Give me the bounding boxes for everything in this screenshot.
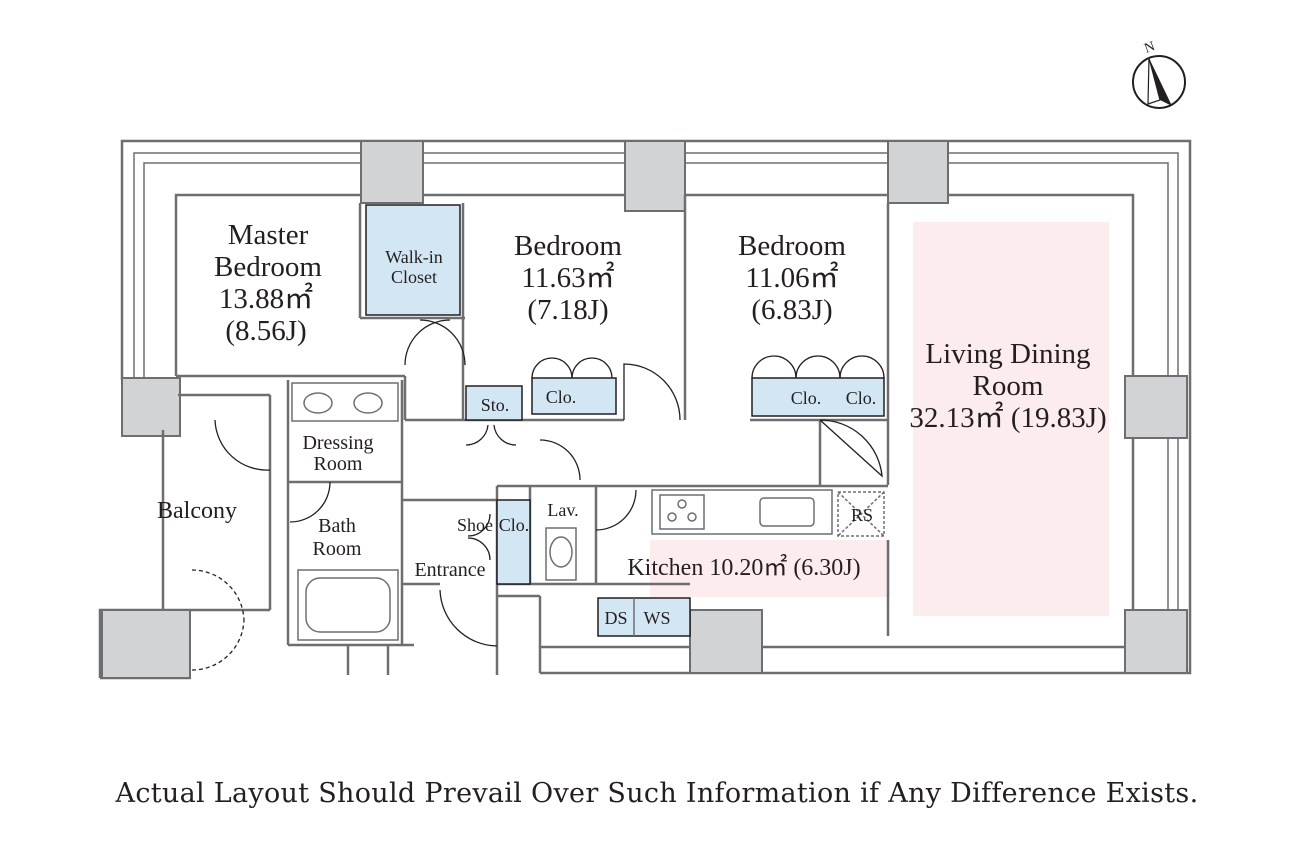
- disclaimer-text: Actual Layout Should Prevail Over Such I…: [115, 778, 1199, 809]
- compass-label: N: [1143, 39, 1158, 57]
- ws-label: WS: [644, 608, 671, 628]
- ds-label: DS: [604, 608, 627, 628]
- clo-label-bed3-a: Clo.: [791, 388, 822, 408]
- bedroom-2-name: Bedroom: [514, 230, 622, 262]
- bath-room-line1: Bath: [318, 515, 356, 537]
- storage-units: [365, 204, 885, 637]
- clo-label-bed2: Clo.: [546, 387, 577, 407]
- sto-label: Sto.: [481, 395, 510, 415]
- living-highlight: [913, 222, 1109, 616]
- living-dining-line1: Living Dining: [925, 338, 1090, 370]
- walk-in-closet-line2: Closet: [391, 267, 437, 287]
- master-bedroom-jo: (8.56J): [225, 315, 306, 347]
- fixtures: [291, 382, 885, 641]
- bedroom-3-name: Bedroom: [738, 230, 846, 262]
- living-dining-area: 32.13㎡ (19.83J): [909, 401, 1106, 434]
- bedroom-3-jo: (6.83J): [751, 294, 832, 326]
- bedroom-2-area: 11.63㎡: [521, 261, 614, 294]
- kitchen-label: Kitchen 10.20㎡ (6.30J): [627, 554, 860, 581]
- bedroom-2-jo: (7.18J): [527, 294, 608, 326]
- walk-in-closet-line1: Walk-in: [385, 247, 443, 267]
- shoe-clo-label: Clo.: [499, 515, 530, 535]
- balcony-label: Balcony: [157, 498, 237, 524]
- doors: [191, 319, 885, 671]
- master-bedroom-line1: Master: [228, 219, 309, 251]
- dressing-room-line2: Room: [314, 453, 363, 475]
- bedroom-3-area: 11.06㎡: [745, 261, 838, 294]
- bath-room-line2: Room: [313, 538, 362, 560]
- master-bedroom-line2: Bedroom: [214, 251, 322, 283]
- lav-label: Lav.: [547, 500, 578, 520]
- living-dining-line2: Room: [973, 370, 1044, 402]
- rs-label: RS: [851, 505, 873, 525]
- north-arrow-icon: N: [1132, 39, 1186, 109]
- clo-label-bed3-b: Clo.: [846, 388, 877, 408]
- columns: [101, 140, 1188, 679]
- dressing-room-line1: Dressing: [302, 432, 373, 454]
- shoe-label: Shoe: [457, 515, 493, 535]
- kitchen-highlight: [650, 540, 890, 597]
- master-bedroom-area: 13.88㎡: [219, 282, 313, 315]
- entrance-label: Entrance: [414, 559, 485, 581]
- room-labels: Master Bedroom 13.88㎡ (8.56J) Walk-in Cl…: [157, 219, 1107, 628]
